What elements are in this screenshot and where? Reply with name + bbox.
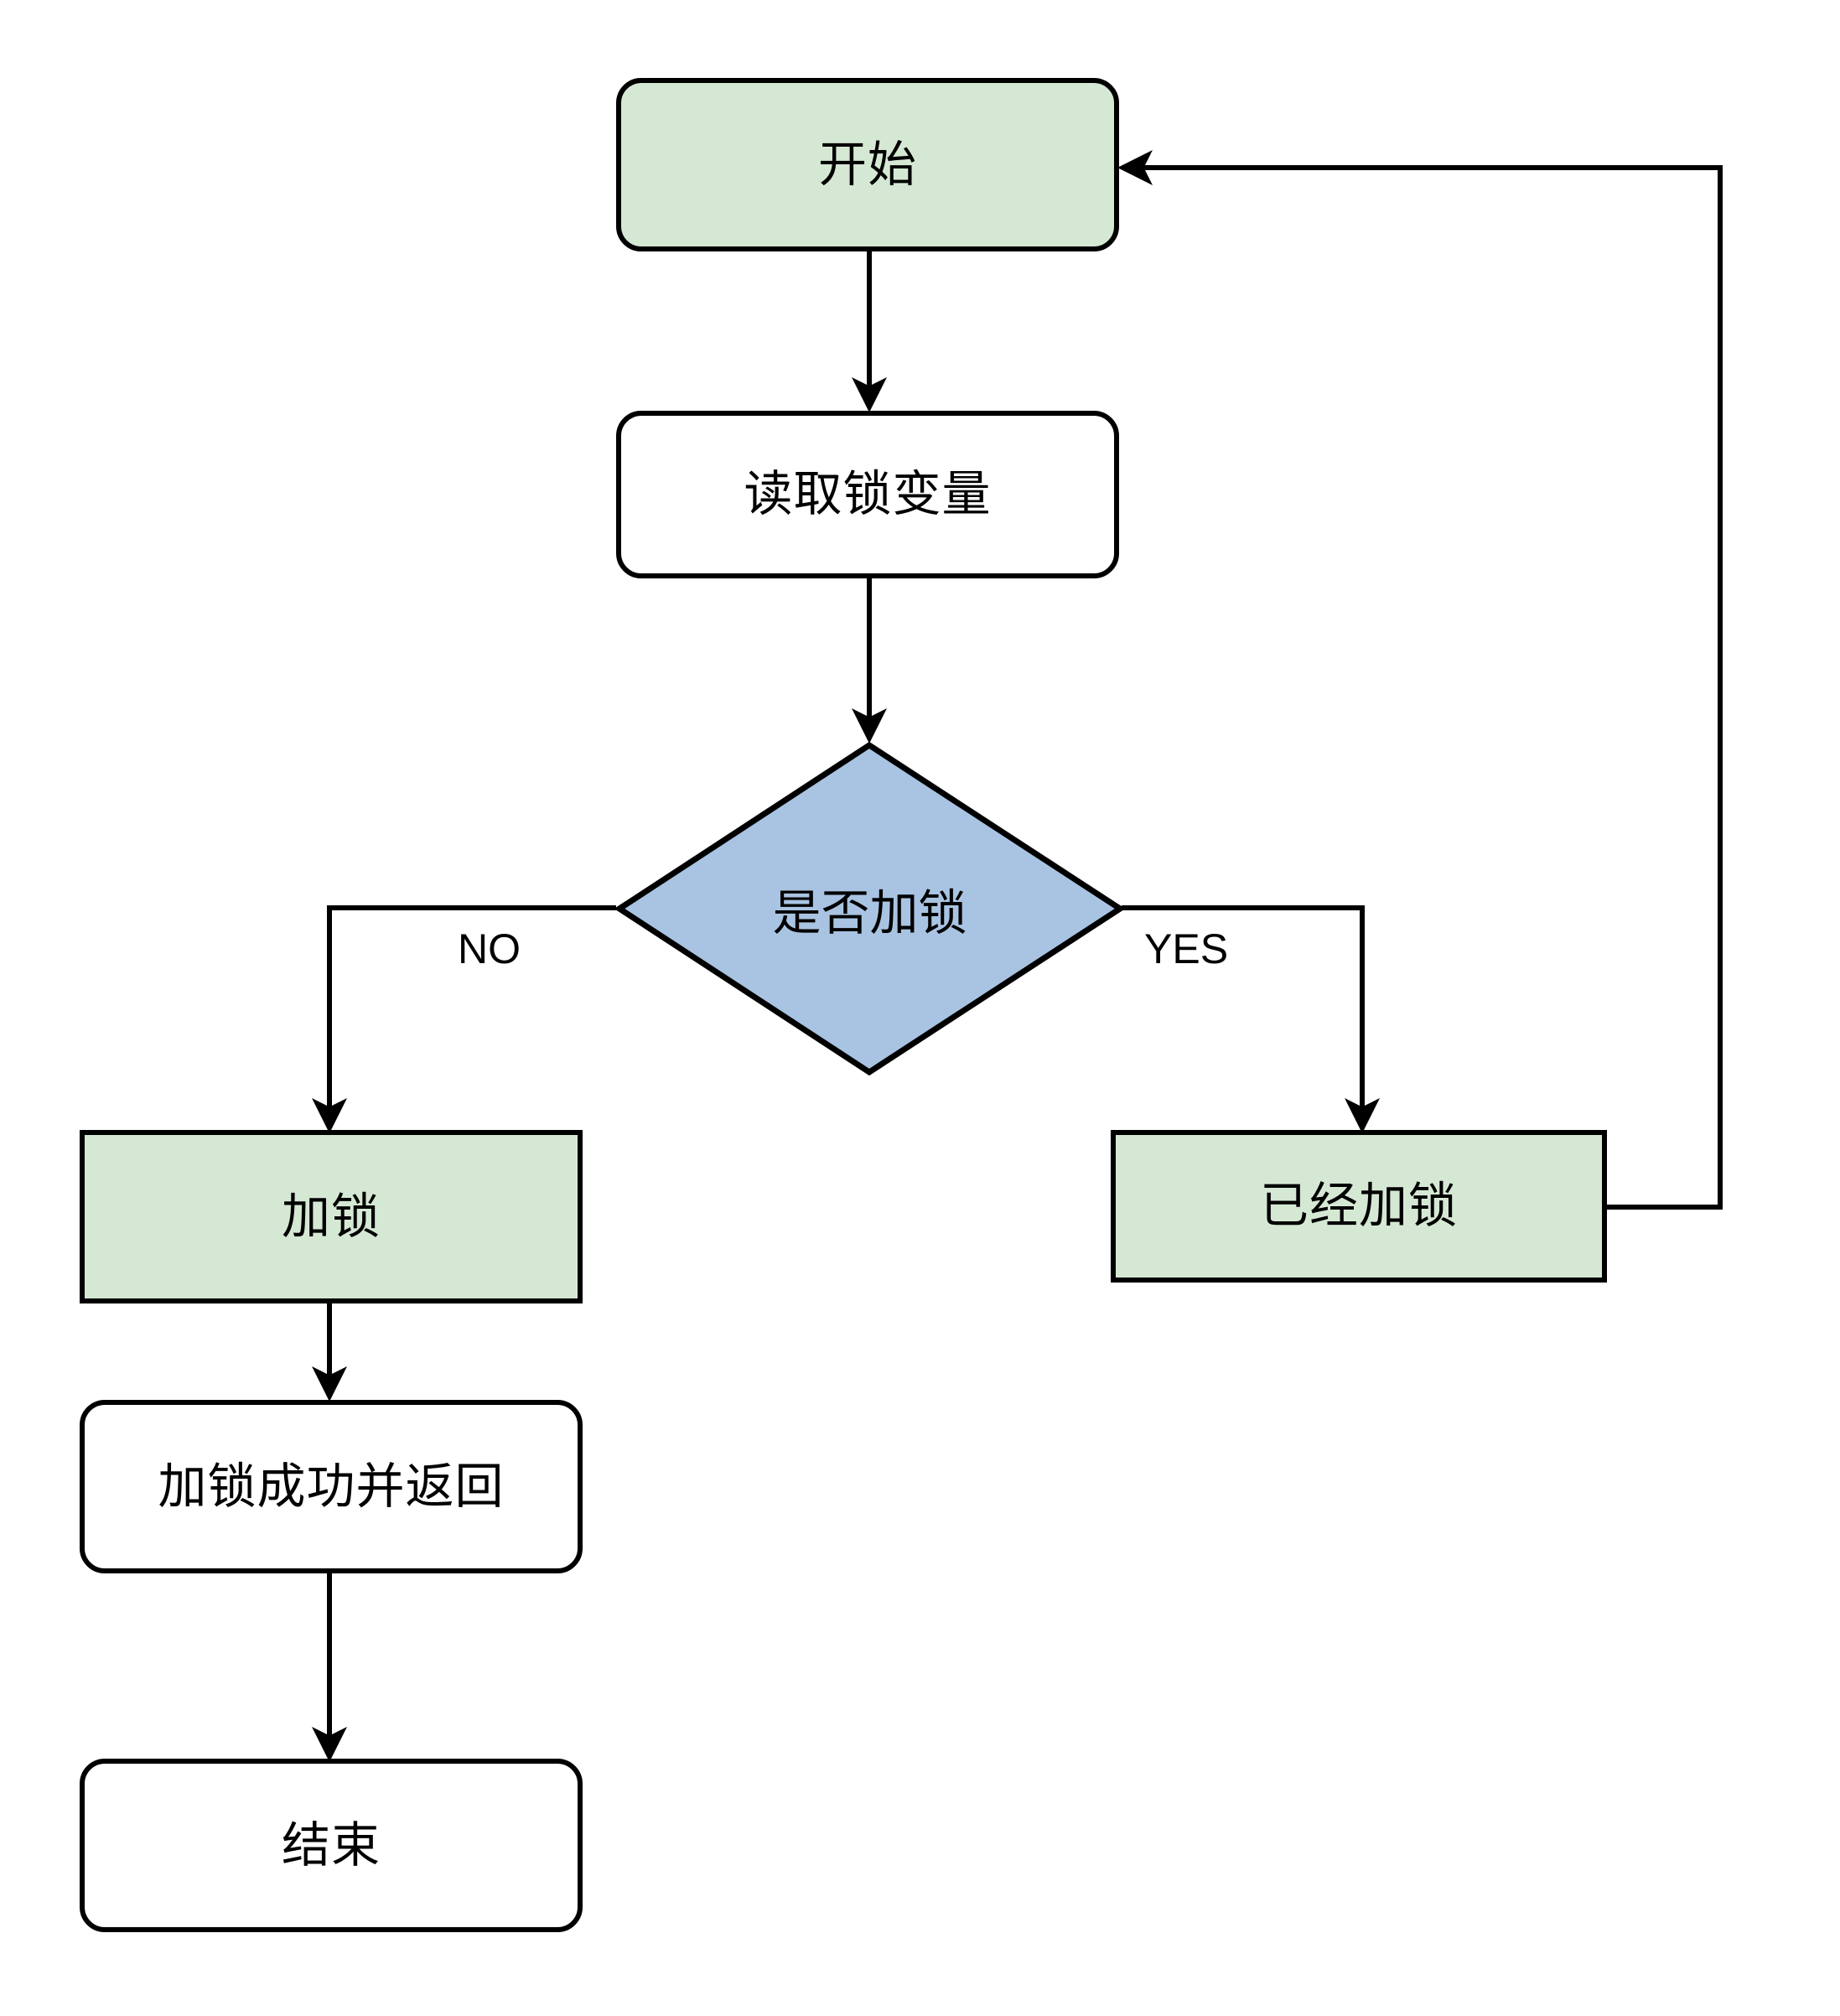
node-end-label: 结束 [281, 1817, 381, 1873]
node-lock-success-return-label: 加锁成功并返回 [158, 1459, 505, 1514]
node-start-label: 开始 [817, 137, 917, 192]
edge-decision-yes [1122, 905, 1380, 1133]
node-start[interactable]: 开始 [616, 78, 1119, 251]
node-lock-success-return[interactable]: 加锁成功并返回 [80, 1400, 583, 1573]
edge-alreadylocked-to-start [1117, 150, 1723, 1210]
node-do-lock-label: 加锁 [281, 1189, 381, 1244]
edge-label-no: NO [458, 925, 521, 972]
node-is-locked-label: 是否加锁 [772, 886, 967, 941]
node-is-locked[interactable]: 是否加锁 [616, 742, 1123, 1075]
node-already-locked[interactable]: 已经加锁 [1111, 1130, 1607, 1283]
node-end[interactable]: 结束 [80, 1759, 583, 1932]
edge-decision-no [312, 905, 616, 1133]
node-do-lock[interactable]: 加锁 [80, 1130, 583, 1303]
node-read-lock-variable-label: 读取锁变量 [744, 467, 992, 522]
diamond-shape [616, 742, 1123, 1075]
node-read-lock-variable[interactable]: 读取锁变量 [616, 411, 1119, 578]
node-already-locked-label: 已经加锁 [1259, 1179, 1458, 1234]
edge-label-yes: YES [1144, 925, 1229, 972]
